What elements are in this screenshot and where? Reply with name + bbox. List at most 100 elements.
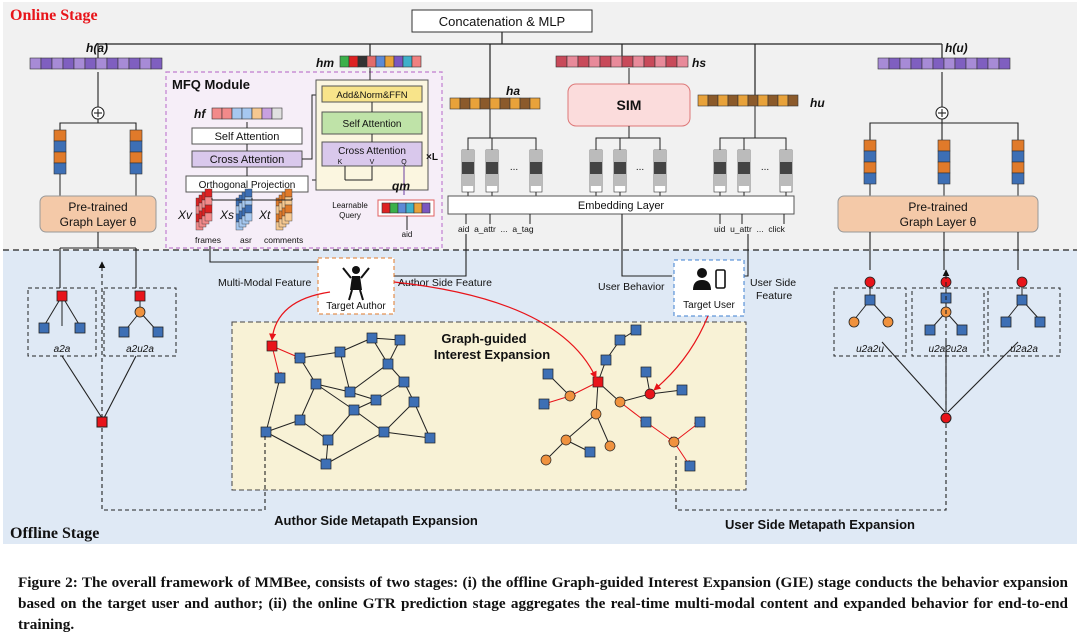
vector-cell bbox=[413, 202, 423, 214]
vector-cell bbox=[727, 94, 739, 107]
user-expansion-label: User Side Metapath Expansion bbox=[725, 517, 915, 532]
vector-cell bbox=[643, 55, 656, 68]
target-user-box bbox=[673, 259, 745, 317]
user-behavior-label: User Behavior bbox=[598, 281, 665, 293]
graph-node bbox=[322, 434, 334, 446]
h-m-vector bbox=[339, 55, 422, 68]
vector-cell bbox=[381, 202, 391, 214]
graph-node bbox=[584, 446, 596, 458]
vector-cell bbox=[737, 94, 749, 107]
graph-node bbox=[540, 454, 552, 466]
graph-node bbox=[394, 334, 406, 346]
embedding-cell bbox=[53, 140, 67, 153]
add-norm-label: Add&Norm&FFN bbox=[336, 90, 407, 101]
embedding-cell bbox=[129, 151, 143, 164]
graph-edge bbox=[349, 363, 389, 393]
vector-cell bbox=[588, 55, 601, 68]
matrix-cell bbox=[244, 212, 253, 222]
graph-layer-right bbox=[837, 195, 1039, 233]
vector-cell bbox=[73, 57, 86, 70]
author-icon bbox=[342, 266, 370, 301]
ellipsis-label: ... bbox=[761, 162, 769, 173]
graph-edge bbox=[413, 401, 431, 439]
graph-node bbox=[694, 416, 706, 428]
graph-edge bbox=[339, 351, 351, 393]
graph-edge bbox=[265, 419, 301, 433]
h-a-left-label: h(a) bbox=[86, 41, 108, 55]
h-a-label: ha bbox=[506, 84, 520, 98]
graph-node-circle bbox=[848, 316, 860, 328]
vector-cell bbox=[767, 94, 779, 107]
graph-node-square bbox=[152, 326, 164, 338]
vector-cell bbox=[128, 57, 141, 70]
embedding-cell bbox=[1011, 161, 1025, 174]
graph-node-square bbox=[118, 326, 130, 338]
h-m-label: hm bbox=[316, 56, 334, 70]
vector-cell bbox=[405, 202, 415, 214]
embedding-layer-label: Embedding Layer bbox=[578, 200, 665, 212]
vector-cell bbox=[932, 57, 945, 70]
graph-node bbox=[542, 368, 554, 380]
embedding-cell bbox=[937, 139, 951, 152]
embedding-cell bbox=[937, 150, 951, 163]
graph-node bbox=[592, 376, 604, 388]
graph-node bbox=[370, 394, 382, 406]
offline-stage-label: Offline Stage bbox=[10, 525, 99, 542]
embedding-cell bbox=[1011, 172, 1025, 185]
k-label: K bbox=[338, 159, 343, 166]
graph-node bbox=[398, 376, 410, 388]
vector-cell bbox=[271, 107, 283, 120]
vector-cell bbox=[665, 55, 678, 68]
vector-cell bbox=[117, 57, 130, 70]
vector-cell bbox=[95, 57, 108, 70]
metapath-box bbox=[987, 287, 1061, 357]
h-u-vector bbox=[697, 94, 799, 107]
sim-label: SIM bbox=[617, 97, 642, 113]
graph-node-square bbox=[1034, 316, 1046, 328]
ellipsis-label: ... bbox=[510, 162, 518, 173]
matrix-cell bbox=[244, 188, 253, 198]
vector-cell bbox=[402, 55, 413, 68]
vector-cell bbox=[509, 97, 521, 110]
graph-node-circle bbox=[864, 276, 876, 288]
graph-edge bbox=[265, 377, 281, 433]
graph-layer-left-line2: Graph Layer θ bbox=[60, 215, 137, 229]
graph-node bbox=[294, 352, 306, 364]
vector-cell bbox=[707, 94, 719, 107]
graph-node bbox=[564, 390, 576, 402]
vector-cell bbox=[621, 55, 634, 68]
vector-cell bbox=[449, 97, 461, 110]
vector-cell bbox=[697, 94, 709, 107]
embedding-cell bbox=[1011, 139, 1025, 152]
graph-edge bbox=[315, 383, 351, 393]
user-phone-icon bbox=[693, 268, 726, 290]
vector-cell bbox=[29, 57, 42, 70]
vector-cell bbox=[757, 94, 769, 107]
user-feature-list: uid u_attr ... click bbox=[714, 224, 786, 234]
vector-cell bbox=[747, 94, 759, 107]
matrix-cell bbox=[284, 204, 293, 214]
vector-cell bbox=[529, 97, 541, 110]
vector-cell bbox=[40, 57, 53, 70]
graph-node bbox=[614, 396, 626, 408]
graph-node bbox=[640, 416, 652, 428]
matrix-cell bbox=[204, 212, 213, 222]
graph-edge bbox=[299, 351, 341, 359]
q-m-label: qm bbox=[392, 179, 410, 193]
vector-cell bbox=[577, 55, 590, 68]
h-f-label: hf bbox=[194, 107, 206, 121]
vector-cell bbox=[555, 55, 568, 68]
gie-title-line1: Graph-guided bbox=[441, 331, 526, 346]
matrix-cell bbox=[244, 204, 253, 214]
vector-cell bbox=[469, 97, 481, 110]
graph-node bbox=[382, 358, 394, 370]
graph-layer-left-line1: Pre-trained bbox=[68, 200, 127, 214]
matrix-cell bbox=[204, 196, 213, 206]
inner-self-attention-label: Self Attention bbox=[343, 119, 402, 130]
graph-node-square bbox=[864, 294, 876, 306]
graph-edge bbox=[315, 383, 355, 411]
metapath-box bbox=[103, 287, 177, 357]
vector-cell bbox=[787, 94, 799, 107]
vector-cell bbox=[389, 202, 399, 214]
vector-cell bbox=[899, 57, 912, 70]
